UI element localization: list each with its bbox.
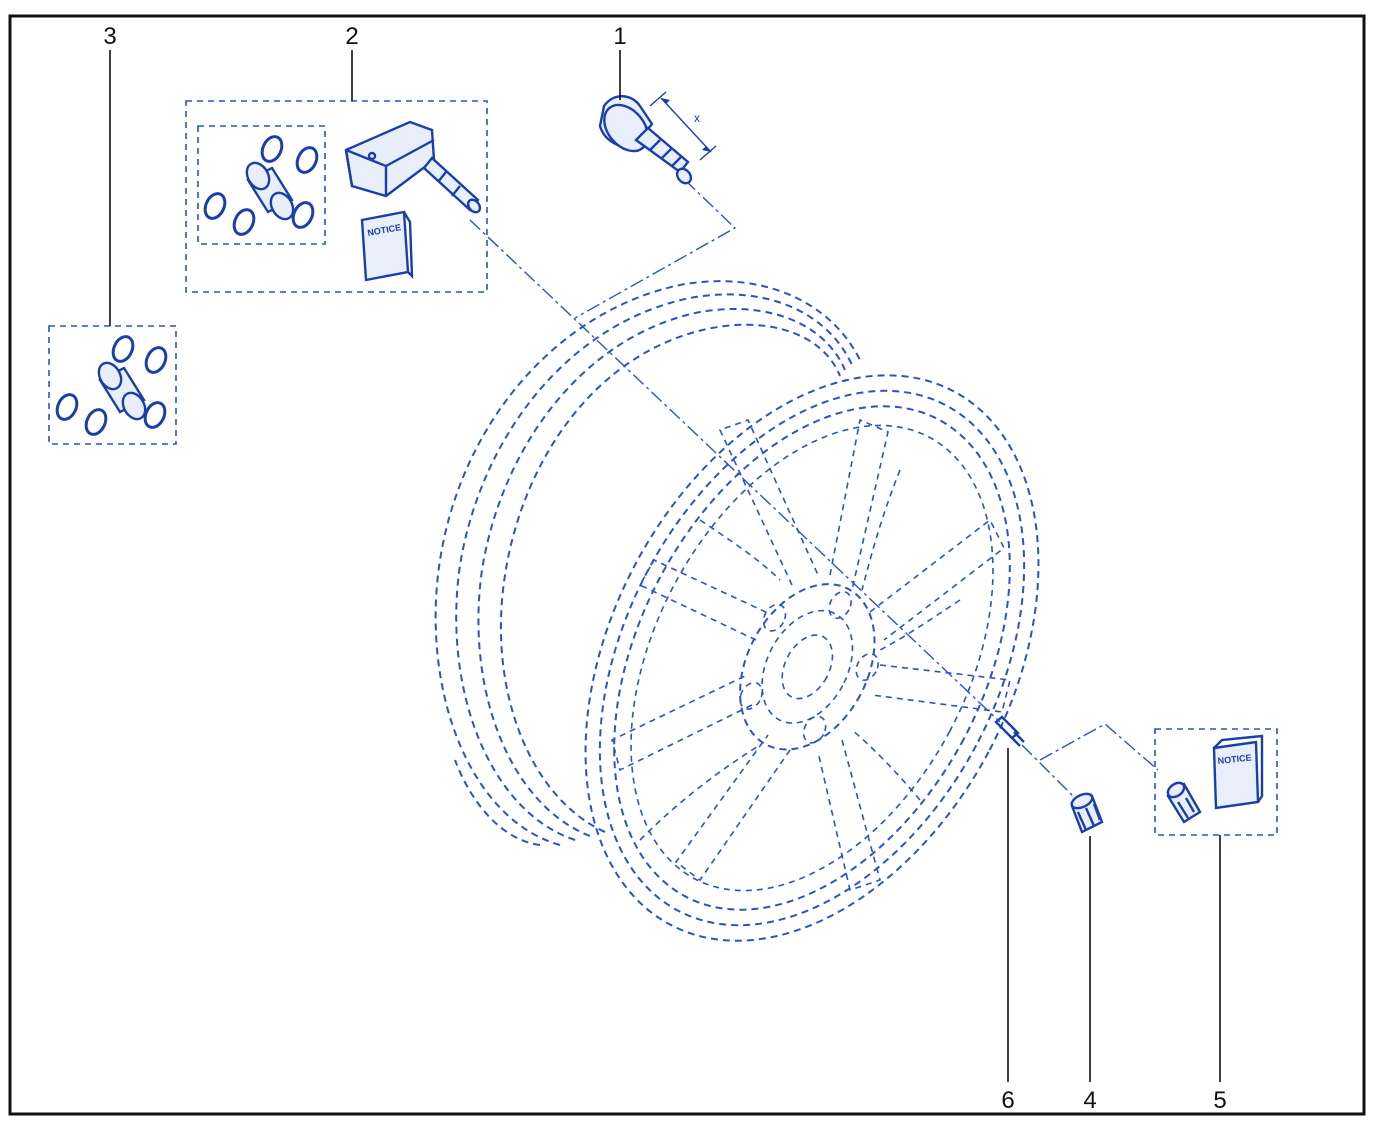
part-2-sensor <box>344 120 482 214</box>
part-5-notice-booklet: NOTICE <box>1212 734 1264 810</box>
part-5-valve-kit: NOTICE <box>1154 728 1278 836</box>
callout-2: 2 <box>345 23 358 50</box>
part-3-seal-kit <box>48 325 177 445</box>
part-2-notice-booklet: NOTICE <box>360 210 414 282</box>
callout-1: 1 <box>613 23 626 50</box>
part-2-seal-kit <box>203 135 319 236</box>
callout-6: 6 <box>1001 1087 1014 1114</box>
rim-face <box>584 374 1040 942</box>
wheel-illustration <box>434 280 1040 942</box>
part-2-sensor-kit: NOTICE <box>185 100 488 293</box>
part-1-valve-stem: x <box>598 91 717 185</box>
dimension-x-label: x <box>694 111 700 125</box>
callouts: 1 2 3 4 5 6 <box>103 23 1226 1114</box>
tire-outline <box>434 280 861 846</box>
diagram-frame <box>8 14 1366 1116</box>
part-5-valve-core <box>1166 781 1202 824</box>
part-4-valve-cap <box>1070 792 1104 834</box>
rim-spokes <box>611 418 1011 892</box>
leader-lines <box>469 179 1159 809</box>
callout-3: 3 <box>103 23 116 50</box>
callout-5: 5 <box>1213 1087 1226 1114</box>
callout-4: 4 <box>1083 1087 1096 1114</box>
part-5-notice-label: NOTICE <box>1217 752 1252 766</box>
wheel-valve-stem <box>994 715 1025 747</box>
